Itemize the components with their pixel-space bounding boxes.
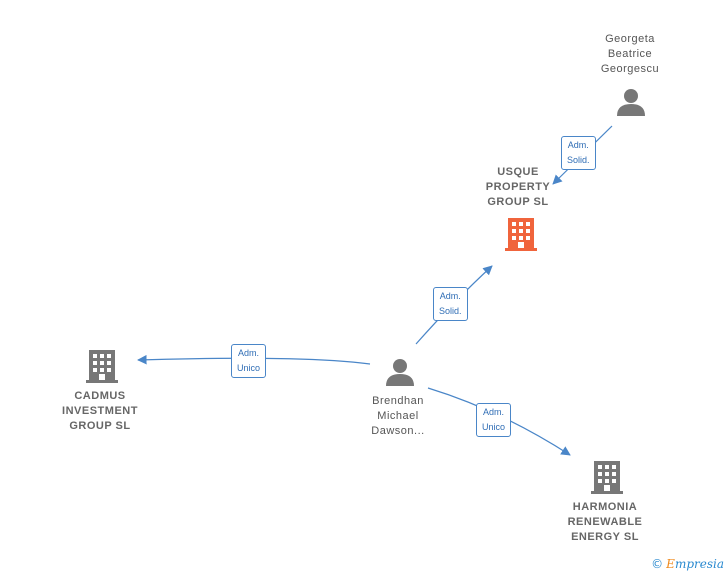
node-label-harmonia[interactable]: HARMONIA RENEWABLE ENERGY SL	[555, 500, 655, 545]
edge-label-line: Adm.	[483, 407, 505, 417]
edge-label-line: Solid.	[567, 155, 590, 165]
node-label-line: CADMUS	[74, 390, 126, 402]
node-label-line: PROPERTY	[485, 181, 551, 193]
node-label-usque[interactable]: USQUE PROPERTY GROUP SL	[468, 165, 568, 210]
brand-initial: E	[666, 557, 675, 571]
node-label-line: GROUP SL	[69, 420, 131, 432]
edge-label-brendhan-usque[interactable]: Adm. Solid.	[433, 287, 468, 321]
edge-label-georgeta-usque[interactable]: Adm. Solid.	[561, 136, 596, 170]
node-label-line: GROUP SL	[487, 196, 549, 208]
edge-label-line: Adm.	[439, 291, 461, 301]
copyright-symbol: ©	[651, 557, 664, 571]
node-label-line: RENEWABLE	[567, 516, 643, 528]
node-label-line: Georgescu	[600, 63, 660, 75]
edge-label-line: Solid.	[439, 306, 462, 316]
node-label-brendhan[interactable]: Brendhan Michael Dawson...	[348, 394, 448, 439]
edge-label-brendhan-harmonia[interactable]: Adm. Unico	[476, 403, 512, 437]
building-icon[interactable]	[86, 350, 118, 383]
edge-label-line: Adm.	[238, 348, 260, 358]
node-label-line: INVESTMENT	[62, 405, 138, 417]
node-label-line: Brendhan	[372, 395, 424, 407]
edge-label-line: Unico	[237, 363, 261, 373]
brand-name: mpresia	[674, 557, 724, 571]
building-icon[interactable]	[591, 461, 623, 494]
node-label-line: Dawson...	[371, 425, 425, 437]
node-label-line: Georgeta	[605, 33, 655, 45]
node-label-line: USQUE	[497, 166, 539, 178]
node-label-line: Beatrice	[607, 48, 653, 60]
node-label-line: HARMONIA	[572, 501, 638, 513]
person-icon[interactable]	[617, 89, 645, 116]
node-label-cadmus[interactable]: CADMUS INVESTMENT GROUP SL	[50, 389, 150, 434]
edge-label-line: Unico	[482, 422, 506, 432]
building-icon[interactable]	[505, 218, 537, 251]
node-label-line: ENERGY SL	[571, 531, 639, 543]
edge-brendhan-cadmus[interactable]	[137, 354, 371, 365]
node-label-line: Michael	[377, 410, 419, 422]
brand-logo: ©Empresia	[651, 557, 724, 571]
edge-label-line: Adm.	[567, 140, 589, 150]
person-icon[interactable]	[386, 359, 414, 386]
node-label-georgeta[interactable]: Georgeta Beatrice Georgescu	[580, 32, 680, 77]
edge-label-brendhan-cadmus[interactable]: Adm. Unico	[231, 344, 267, 378]
